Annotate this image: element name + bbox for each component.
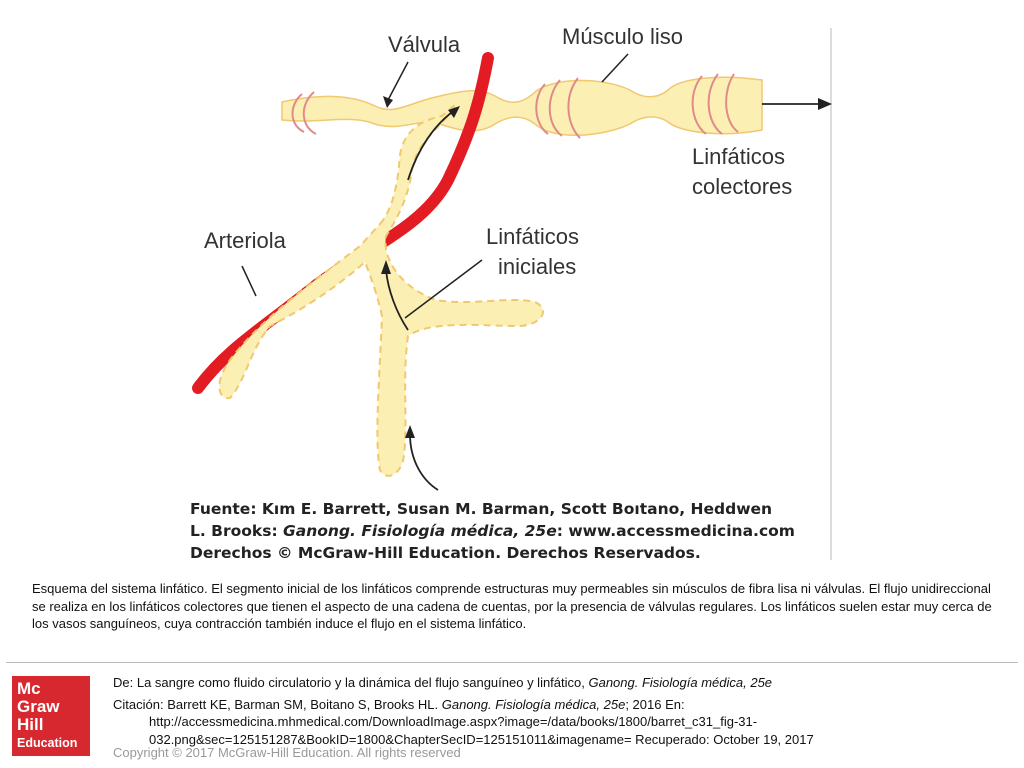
outflow-arrow-head [818, 98, 832, 110]
footer-url-line-1[interactable]: http://accessmedicina.mhmedical.com/Down… [149, 714, 758, 729]
footer-divider [6, 662, 1018, 663]
label-linfaticos-colectores-line2: colectores [692, 174, 793, 199]
lymphatic-diagram: Válvula Músculo liso Linfáticos colector… [190, 20, 835, 565]
label-linfaticos-iniciales-line2: iniciales [498, 254, 577, 279]
diagram-drawing [192, 28, 832, 560]
muscle-ring-8 [725, 73, 739, 133]
footer-de-line: De: La sangre como fluido circulatorio y… [113, 674, 1013, 692]
label-linfaticos-iniciales-line1: Linfáticos [486, 224, 579, 249]
logo-line-2: Graw [17, 697, 60, 716]
valvula-pointer-head [383, 96, 393, 108]
muscle-ring-4 [548, 79, 563, 137]
valvula-pointer [386, 61, 409, 103]
footer-citation-suffix: ; 2016 En: [625, 696, 685, 712]
footer-url-line-2[interactable]: 032.png&sec=125151287&BookID=1800&Chapte… [149, 731, 814, 747]
muscle-ring-1 [291, 93, 305, 133]
label-pointers [241, 53, 629, 319]
copyright-notice: Copyright © 2017 McGraw-Hill Education. … [113, 745, 461, 760]
initial-lymphatics [218, 103, 544, 477]
source-line-2-suffix: : www.accessmedicina.com [556, 522, 795, 540]
footer-citation-line: Citación: Barrett KE, Barman SM, Boitano… [113, 696, 1013, 714]
footer-citation-prefix: Citación: Barrett KE, Barman SM, Boitano… [113, 696, 442, 712]
flow-arrow-lower [409, 433, 439, 491]
muscle-ring-3 [535, 83, 549, 135]
flow-arrows [385, 103, 820, 491]
musculo-liso-pointer [601, 53, 629, 83]
muscle-ring-7 [707, 73, 723, 135]
source-line-1: Fuente: Kım E. Barrett, Susan M. Barman,… [190, 500, 773, 518]
muscle-ring-5 [567, 77, 581, 139]
label-linfaticos-colectores-line1: Linfáticos [692, 144, 785, 169]
footer-de-book: Ganong. Fisiología médica, 25e [588, 675, 773, 690]
source-line-3: Derechos © McGraw-Hill Education. Derech… [190, 544, 701, 562]
flow-arrow-heads [381, 98, 832, 438]
logo-line-3: Hill [17, 715, 44, 734]
muscle-ring-6 [691, 75, 707, 135]
flow-arrow-upper [407, 109, 456, 181]
collecting-lymphatic [281, 76, 763, 136]
source-line-2: L. Brooks: Ganong. Fisiología médica, 25… [190, 520, 795, 542]
footer-de-prefix: De: La sangre como fluido circulatorio y… [113, 675, 589, 690]
muscle-ring-2 [302, 91, 317, 135]
smooth-muscle-rings [291, 73, 739, 139]
source-book-title: Ganong. Fisiología médica, 25e [283, 522, 557, 540]
figure-source-credit: Fuente: Kım E. Barrett, Susan M. Barman,… [190, 498, 795, 564]
arteriola-pointer [241, 265, 257, 297]
logo-line-1: Mc [17, 679, 41, 698]
label-musculo-liso: Músculo liso [562, 24, 684, 49]
flow-arrow-lower-head [405, 425, 415, 438]
flow-arrow-upper-head [448, 106, 460, 118]
source-line-2-prefix: L. Brooks: [190, 522, 284, 540]
logo-line-4: Education [17, 736, 78, 750]
flow-arrow-middle [385, 269, 409, 331]
footer-citation: De: La sangre como fluido circulatorio y… [113, 674, 1013, 748]
flow-arrow-middle-head [381, 260, 391, 274]
mcgraw-hill-logo: Mc Graw Hill Education [12, 676, 90, 756]
linfaticos-iniciales-pointer [404, 259, 483, 319]
footer-citation-book: Ganong. Fisiología médica, 25e [441, 696, 626, 712]
label-valvula: Válvula [388, 32, 461, 57]
label-arteriola: Arteriola [204, 228, 286, 253]
figure-caption: Esquema del sistema linfático. El segmen… [32, 581, 992, 631]
